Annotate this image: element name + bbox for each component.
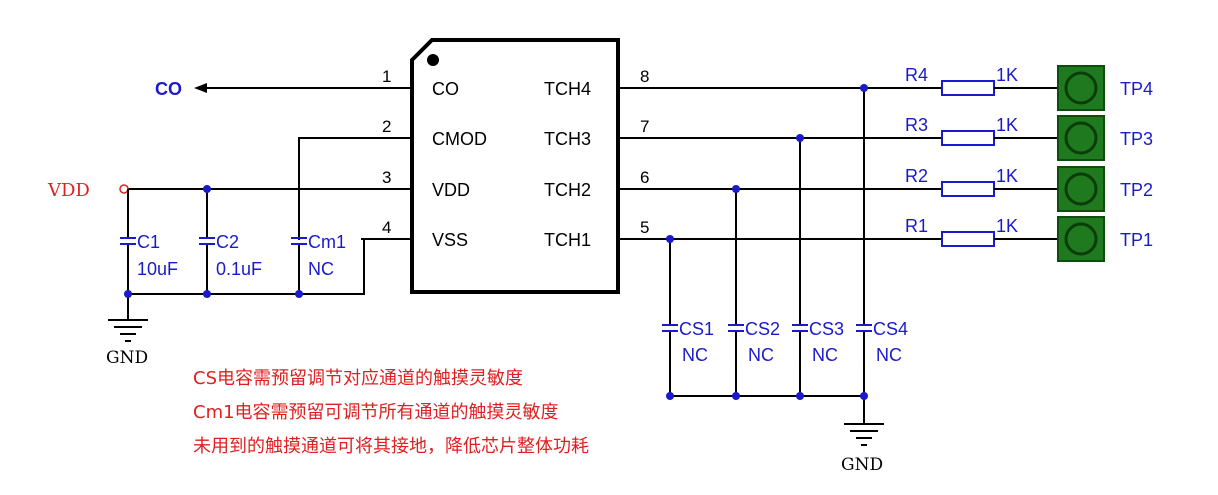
c2-ref: C2 <box>216 232 239 252</box>
tp1-label: TP1 <box>1120 230 1153 250</box>
pin-6-number: 6 <box>640 168 649 187</box>
ic-body <box>410 38 620 294</box>
junction-dot <box>796 392 804 400</box>
tp3-label: TP3 <box>1120 129 1153 149</box>
junction-dot <box>666 392 674 400</box>
resistor-r1 <box>941 231 995 247</box>
junction-dot <box>203 290 211 298</box>
junction-dot <box>732 185 740 193</box>
junction-dot <box>295 290 303 298</box>
tp4-label: TP4 <box>1120 79 1153 99</box>
tp2-label: TP2 <box>1120 180 1153 200</box>
touch-pad-tp2 <box>1057 166 1105 212</box>
gnd-label-right: GND <box>841 455 883 475</box>
cm1-ref: Cm1 <box>308 232 346 252</box>
touch-pad-tp3 <box>1057 115 1105 161</box>
cm1-value: NC <box>308 259 334 279</box>
r3-value: 1K <box>996 115 1018 135</box>
capacitor-cm1 <box>291 237 307 245</box>
gnd-label-left: GND <box>106 348 148 368</box>
capacitor-c1 <box>120 237 136 245</box>
pin-8-number: 8 <box>640 67 649 86</box>
pin-4-name: VSS <box>432 230 468 250</box>
cs1-ref: CS1 <box>679 319 714 339</box>
r4-ref: R4 <box>905 65 928 85</box>
cs1-value: NC <box>682 345 708 365</box>
cs4-ref: CS4 <box>873 319 908 339</box>
pin-3-number: 3 <box>382 168 391 187</box>
r3-ref: R3 <box>905 115 928 135</box>
junction-dot <box>666 235 674 243</box>
junction-dot <box>203 185 211 193</box>
ground-symbol-right <box>844 423 884 446</box>
pin1-marker <box>427 54 439 66</box>
pin-1-number: 1 <box>382 67 391 86</box>
c1-ref: C1 <box>137 232 160 252</box>
r1-value: 1K <box>996 216 1018 236</box>
capacitor-cs4 <box>856 324 872 332</box>
resistor-r4 <box>941 80 995 96</box>
cs3-value: NC <box>812 345 838 365</box>
vdd-terminal-icon <box>119 184 129 194</box>
junction-dot <box>860 392 868 400</box>
pin-8-name: TCH4 <box>544 79 591 99</box>
co-net-label: CO <box>155 79 182 99</box>
cs4-value: NC <box>876 345 902 365</box>
pin-6-name: TCH2 <box>544 180 591 200</box>
cs2-ref: CS2 <box>745 319 780 339</box>
pin-5-number: 5 <box>640 218 649 237</box>
pin-3-name: VDD <box>432 180 470 200</box>
pin-4-number: 4 <box>382 218 391 237</box>
r4-value: 1K <box>996 65 1018 85</box>
r1-ref: R1 <box>905 216 928 236</box>
touch-pad-tp4 <box>1057 65 1105 111</box>
capacitor-cs2 <box>728 324 744 332</box>
junction-dot <box>796 134 804 142</box>
vdd-net-label: VDD <box>47 180 90 201</box>
c2-value: 0.1uF <box>216 259 262 279</box>
r2-value: 1K <box>996 166 1018 186</box>
co-arrow-icon <box>194 83 207 93</box>
note-line-1: CS电容需预留调节对应通道的触摸灵敏度 <box>193 368 523 389</box>
junction-dot <box>124 290 132 298</box>
cs3-ref: CS3 <box>809 319 844 339</box>
touch-pad-tp1 <box>1057 216 1105 262</box>
r2-ref: R2 <box>905 166 928 186</box>
pin-7-name: TCH3 <box>544 129 591 149</box>
pin-5-name: TCH1 <box>544 230 591 250</box>
pin-2-number: 2 <box>382 117 391 136</box>
junction-dot <box>732 392 740 400</box>
capacitor-cs1 <box>662 324 678 332</box>
pin-1-name: CO <box>432 79 459 99</box>
ground-symbol-left <box>108 319 148 342</box>
pin-2-name: CMOD <box>432 129 487 149</box>
note-line-3: 未用到的触摸通道可将其接地，降低芯片整体功耗 <box>193 436 589 457</box>
resistor-r2 <box>941 181 995 197</box>
capacitor-cs3 <box>792 324 808 332</box>
c1-value: 10uF <box>137 259 178 279</box>
junction-dot <box>860 84 868 92</box>
capacitor-c2 <box>199 237 215 245</box>
pin-7-number: 7 <box>640 117 649 136</box>
resistor-r3 <box>941 130 995 146</box>
note-line-2: Cm1电容需预留可调节所有通道的触摸灵敏度 <box>193 402 559 423</box>
cs2-value: NC <box>748 345 774 365</box>
